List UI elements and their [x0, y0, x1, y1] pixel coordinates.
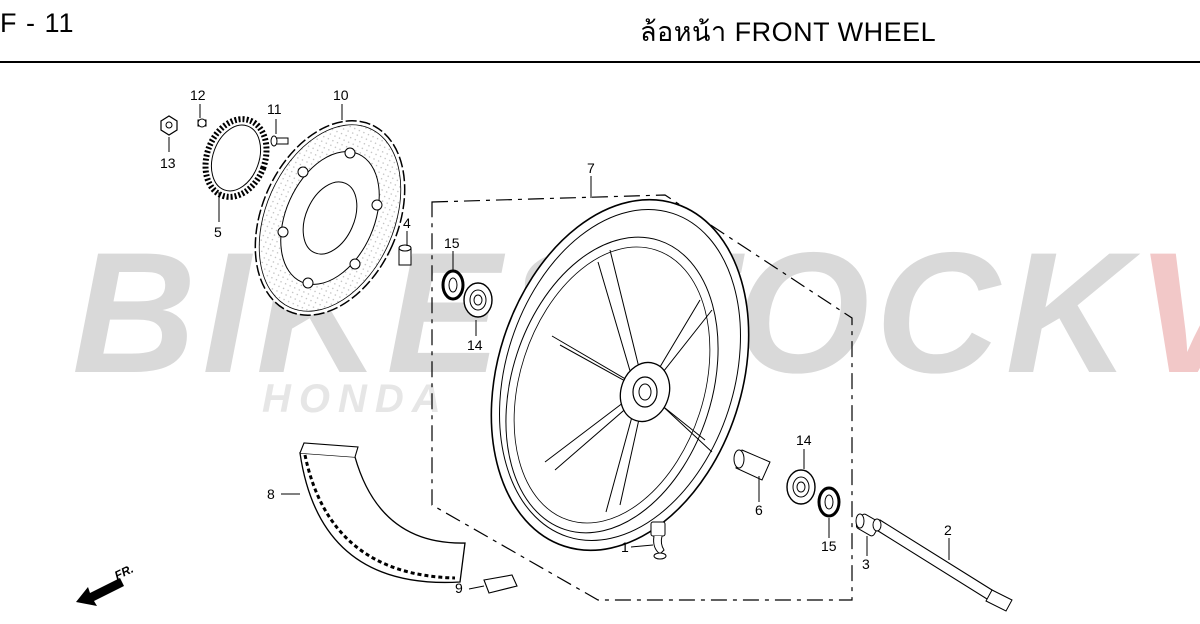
- callout-7: 7: [587, 160, 595, 176]
- bearing-left-part[interactable]: [463, 282, 493, 318]
- callout-2: 2: [944, 522, 952, 538]
- callout-3: 3: [862, 556, 870, 572]
- balance-weight-part[interactable]: [483, 574, 518, 594]
- axle-collar-part[interactable]: [855, 513, 881, 537]
- arrow-left-down-icon: [76, 578, 124, 606]
- callout-14-left: 14: [467, 337, 483, 353]
- header-divider: [0, 61, 1200, 63]
- page-code: F - 11: [0, 8, 75, 38]
- brake-disc-part[interactable]: [226, 97, 433, 339]
- wheel-sticker-part[interactable]: [299, 442, 466, 584]
- callout-1: 1: [621, 539, 629, 555]
- valve-stem-part[interactable]: [650, 521, 667, 560]
- callout-6: 6: [755, 502, 763, 518]
- disc-bolt-part[interactable]: [270, 135, 289, 147]
- nut-part[interactable]: [160, 115, 178, 136]
- assembly-frame: [431, 194, 853, 601]
- front-direction-marker: FR.: [76, 562, 136, 606]
- callout-13: 13: [160, 155, 176, 171]
- distance-collar-part[interactable]: [733, 449, 771, 481]
- callout-10: 10: [333, 87, 349, 103]
- callout-labels: 12 11 10 13 5 4 15 14 7 8 9 1 6 14 15 3 …: [160, 87, 952, 596]
- leader-lines: [168, 104, 950, 590]
- callout-9: 9: [455, 580, 463, 596]
- abs-pulser-ring-part[interactable]: [195, 110, 277, 205]
- bearing-right-part[interactable]: [786, 469, 816, 505]
- page-title: ล้อหน้า FRONT WHEEL: [640, 17, 937, 47]
- callout-14-right: 14: [796, 432, 812, 448]
- callout-5: 5: [214, 224, 222, 240]
- front-axle-part[interactable]: [872, 518, 1013, 612]
- callout-15-left: 15: [444, 235, 460, 251]
- callout-8: 8: [267, 486, 275, 502]
- dust-seal-right-part[interactable]: [817, 486, 841, 518]
- dust-seal-left-part[interactable]: [441, 269, 465, 301]
- callout-4: 4: [403, 215, 411, 231]
- side-collar-part[interactable]: [398, 244, 412, 266]
- callout-11: 11: [267, 101, 282, 117]
- pulser-screw-part[interactable]: [197, 118, 207, 128]
- watermark-honda-text: HONDA: [262, 377, 449, 421]
- callout-15-right: 15: [821, 538, 837, 554]
- front-direction-label: FR.: [112, 562, 136, 583]
- front-wheel-part[interactable]: [448, 166, 791, 584]
- callout-12: 12: [190, 87, 206, 103]
